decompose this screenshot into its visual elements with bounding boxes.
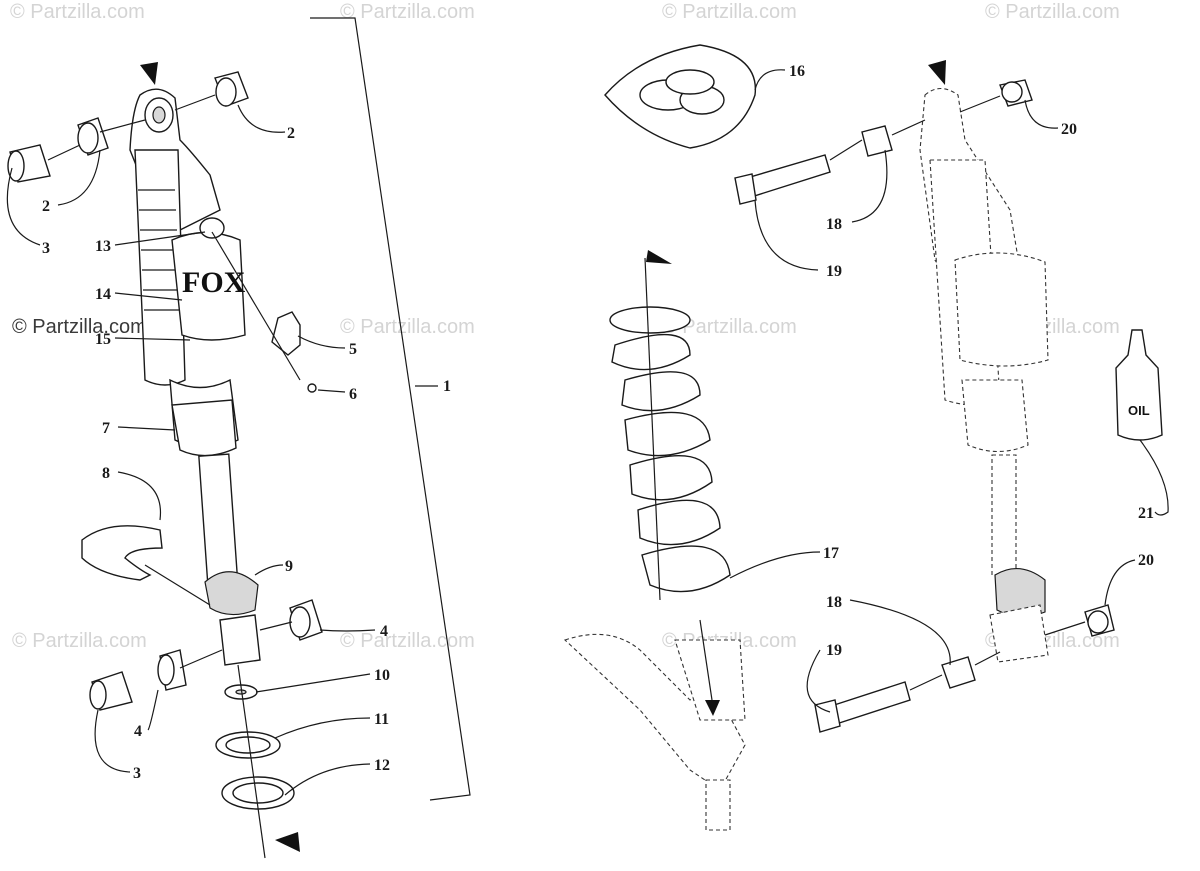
watermark: © Partzilla.com [340, 1, 475, 23]
shock-lower-eye [219, 614, 261, 666]
callout-13: 13 [95, 238, 111, 255]
callout-3: 3 [42, 240, 50, 257]
reservoir-cap [199, 217, 225, 239]
assembly-line [829, 139, 863, 161]
spacer-top-left-face [7, 150, 25, 182]
watermark: © Partzilla.com [12, 630, 147, 652]
callout-20: 20 [1138, 552, 1154, 569]
callout-3: 3 [133, 765, 141, 782]
shock-absorber: FOX [129, 88, 261, 666]
callout-1: 1 [443, 378, 451, 395]
direction-arrow-icon [275, 832, 300, 852]
flange-nut-face [1087, 610, 1109, 634]
adjuster-knob [271, 311, 301, 356]
callout-11: 11 [374, 711, 389, 728]
assembly-line [99, 119, 146, 133]
callout-9: 9 [285, 558, 293, 575]
direction-arrow-icon [140, 62, 158, 85]
callout-15: 15 [95, 331, 111, 348]
callout-4: 4 [380, 623, 388, 640]
assembly-line [959, 95, 1001, 113]
watermark: © Partzilla.com [10, 1, 145, 23]
coil-spring [609, 306, 731, 593]
assembly-line [891, 119, 926, 136]
shock-clevis [204, 571, 259, 616]
direction-arrow-icon [646, 250, 672, 264]
watermark: © Partzilla.com [662, 316, 797, 338]
assembly-line [144, 564, 211, 606]
watermark: © Partzilla.com [340, 630, 475, 652]
assembly-line [179, 649, 223, 669]
oil-bottle-label: OIL [1128, 403, 1150, 418]
watermark: © Partzilla.com [662, 1, 797, 23]
callout-7: 7 [102, 420, 110, 437]
shock-eye-bore [152, 106, 166, 124]
shock-body-hatching [138, 189, 181, 311]
callout-19: 19 [826, 263, 842, 280]
spring-retainer [81, 525, 163, 581]
bushing-sleeve [861, 125, 893, 157]
fox-logo: FOX [182, 266, 246, 299]
assembly-bracket [310, 17, 471, 801]
bolt-head [734, 173, 757, 205]
spacer-bottom-left-face [89, 680, 107, 710]
control-arm-reference [563, 633, 746, 831]
callout-2: 2 [287, 125, 295, 142]
direction-arrow-icon [928, 60, 946, 85]
assembly-line [909, 674, 943, 691]
callout-14: 14 [95, 286, 111, 303]
bushing-top-left-face [77, 122, 99, 154]
assembly-line [211, 231, 301, 381]
watermark: © Partzilla.com [985, 1, 1120, 23]
bushing-bottom-right-face [289, 606, 311, 638]
callout-17: 17 [823, 545, 839, 562]
callout-20: 20 [1061, 121, 1077, 138]
assembly-line [47, 144, 81, 161]
bolt-head [814, 699, 841, 733]
callout-4: 4 [134, 723, 142, 740]
assembly-axis [237, 664, 266, 859]
callout-21: 21 [1138, 505, 1154, 522]
watermark: © Partzilla.com [12, 316, 147, 338]
callout-6: 6 [349, 386, 357, 403]
assembly-axis [699, 619, 713, 701]
callout-numbers: 1 2 2 3 3 4 4 5 6 7 8 9 10 11 12 13 14 1… [42, 63, 1154, 782]
assembly-axis [644, 257, 661, 601]
lock-nut-lower-bore [232, 782, 284, 804]
leader-lines [6, 69, 1169, 796]
callout-16: 16 [789, 63, 805, 80]
callout-12: 12 [374, 757, 390, 774]
direction-arrow-icon [705, 700, 720, 716]
flange-nut-face [1001, 81, 1023, 103]
seal-ring [665, 69, 715, 95]
shock-shaft [198, 453, 239, 582]
assembly-line [974, 651, 1001, 666]
callout-19: 19 [826, 642, 842, 659]
bushing-sleeve [941, 656, 976, 689]
screw [307, 383, 317, 393]
assembly-line [1044, 621, 1086, 636]
bushing-top-right-face [215, 77, 237, 107]
bushing-bottom-left-face [157, 654, 175, 686]
callout-10: 10 [374, 667, 390, 684]
callout-18: 18 [826, 594, 842, 611]
callout-2: 2 [42, 198, 50, 215]
callout-5: 5 [349, 341, 357, 358]
shock-body [134, 149, 186, 386]
watermark: © Partzilla.com [340, 316, 475, 338]
assembly-line [259, 621, 293, 631]
assembly-line [174, 94, 216, 111]
shock-bumper [171, 399, 237, 457]
oil-bottle [1115, 329, 1163, 441]
shock-reference [919, 87, 1049, 663]
callout-8: 8 [102, 465, 110, 482]
callout-18: 18 [826, 216, 842, 233]
